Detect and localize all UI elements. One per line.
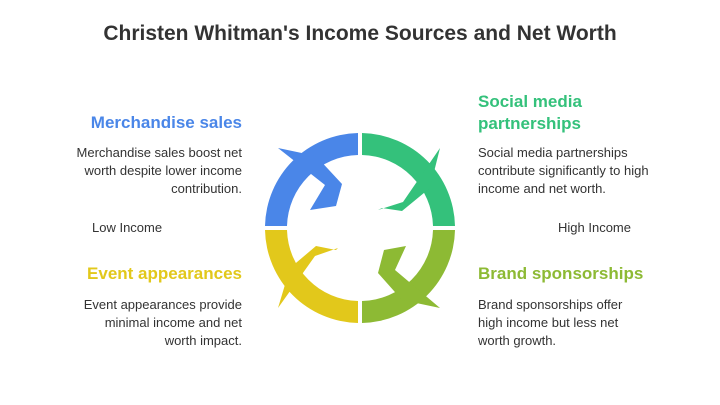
social-media-partnerships-description: Social media partnerships contribute sig… [478,145,649,196]
social-media-partnerships-segment [362,133,455,226]
merchandise-sales-heading: Merchandise sales [90,113,242,132]
merchandise-sales-segment [265,133,358,226]
brand-sponsorships-segment [362,230,455,323]
brand-sponsorships-heading: Brand sponsorships [478,264,644,283]
low-income-label: Low Income [92,220,163,235]
social-media-partnerships-heading: Social media partnerships [478,92,582,133]
event-appearances-heading: Event appearances [87,264,242,283]
diagram-title: Christen Whitman's Income Sources and Ne… [103,22,617,45]
brand-sponsorships-description: Brand sponsorships offer high income but… [478,297,623,348]
cycle-diagram [265,133,455,323]
high-income-label: High Income [558,220,631,235]
merchandise-sales-description: Merchandise sales boost net worth despit… [76,145,242,196]
event-appearances-description: Event appearances provide minimal income… [83,297,242,348]
event-appearances-segment [265,230,358,323]
